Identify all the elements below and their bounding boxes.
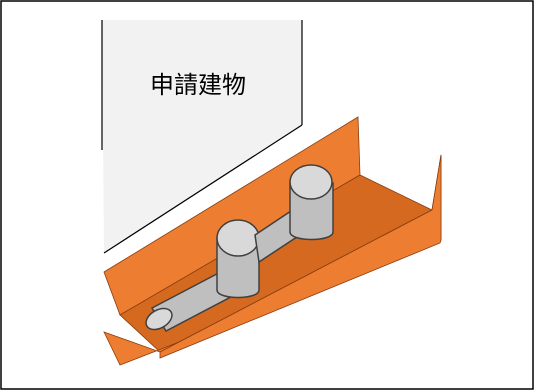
pipes <box>145 164 334 332</box>
building: 申請建物 <box>101 20 303 254</box>
building-wall <box>102 20 302 253</box>
building-edge-bottom <box>103 124 303 254</box>
riser-2-top <box>289 164 333 200</box>
building-label: 申請建物 <box>150 71 246 99</box>
riser-1-top <box>216 219 260 257</box>
trough-front-lip <box>159 154 442 359</box>
pipe-front-end <box>145 307 173 331</box>
